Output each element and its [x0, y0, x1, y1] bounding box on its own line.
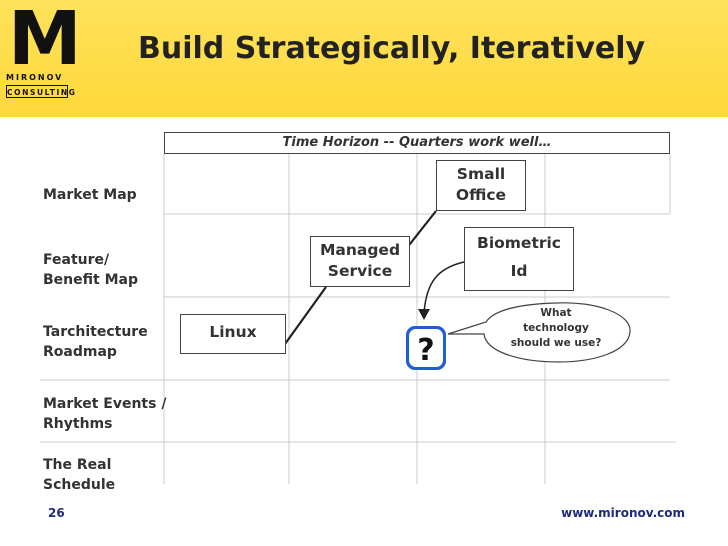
callout-line-3: should we use? — [510, 337, 602, 349]
callout-bubble — [447, 302, 631, 363]
box-small-office-line-2: Office — [455, 186, 507, 204]
footer-url[interactable]: www.mironov.com — [561, 506, 685, 520]
box-biometric-id: Biometric Id — [464, 227, 574, 291]
box-small-office: Small Office — [436, 160, 526, 211]
logo-line-2: CONSULTING — [6, 85, 75, 98]
page-number: 26 — [48, 506, 65, 520]
arrow-head — [418, 309, 430, 320]
logo-letter: M — [8, 0, 82, 82]
box-biometric-line-2: Id — [510, 262, 528, 280]
question-icon: ? — [406, 326, 446, 370]
path-linux-to-managed — [284, 286, 327, 345]
box-managed-service: Managed Service — [310, 236, 410, 287]
time-horizon-banner: Time Horizon -- Quarters work well… — [164, 132, 670, 154]
biometric-arrow — [423, 261, 465, 315]
row-label-real-schedule: The Real Schedule — [43, 457, 116, 493]
callout-text: What technology should we use? — [488, 306, 624, 351]
row-label-feature-benefit: Feature/ Benefit Map — [43, 252, 138, 288]
slide-title: Build Strategically, Iteratively — [138, 31, 646, 66]
header-band — [0, 0, 728, 117]
box-linux: Linux — [180, 314, 286, 354]
callout-line-2: technology — [523, 322, 589, 334]
row-label-market-events: Market Events / Rhythms — [43, 396, 167, 432]
question-mark: ? — [417, 333, 434, 368]
box-small-office-line-1: Small — [456, 165, 506, 183]
box-biometric-line-1: Biometric — [477, 234, 561, 252]
box-managed-service-line-1: Managed — [319, 241, 401, 259]
box-managed-service-line-2: Service — [327, 262, 393, 280]
row-label-tarchitecture: Tarchitecture Roadmap — [43, 324, 148, 360]
row-label-market-map: Market Map — [43, 187, 137, 203]
logo-line-1: MIRONOV — [6, 73, 64, 82]
callout-line-1: What — [540, 307, 572, 319]
logo-wordmark: MIRONOV CONSULTING — [6, 72, 75, 100]
